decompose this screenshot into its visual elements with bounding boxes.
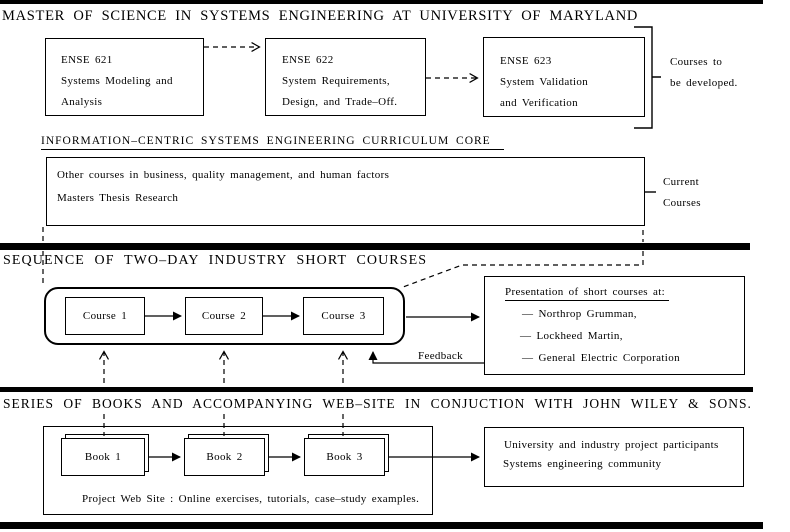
course-box-ense623 <box>483 37 645 117</box>
course-box-ense622 <box>265 38 426 116</box>
current-label-line2: Courses <box>663 197 701 209</box>
ense623-text: ENSE 623 System Validation and Verificat… <box>500 51 588 114</box>
ense621-line2: Analysis <box>61 96 103 108</box>
book-3-label: Book 3 <box>326 451 363 463</box>
books-title: SERIES OF BOOKS AND ACCOMPANYING WEB–SIT… <box>3 396 752 411</box>
short-course-2-box: Course 2 <box>185 297 263 335</box>
short-course-2-label: Course 2 <box>201 310 247 322</box>
ense623-code: ENSE 623 <box>500 55 552 67</box>
feedback-label: Feedback <box>418 350 463 362</box>
short-courses-title: SEQUENCE OF TWO–DAY INDUSTRY SHORT COURS… <box>3 253 428 268</box>
top-rule <box>0 0 763 4</box>
ense622-code: ENSE 622 <box>282 54 334 66</box>
divider-rule-2 <box>0 243 750 250</box>
ense623-line2: and Verification <box>500 97 578 109</box>
masters-title: MASTER OF SCIENCE IN SYSTEMS ENGINEERING… <box>2 8 639 24</box>
audience-line1: University and industry project particip… <box>504 439 719 451</box>
bracket-label-line2: be developed. <box>670 77 738 89</box>
ense622-line2: Design, and Trade–Off. <box>282 96 398 108</box>
short-course-1-box: Course 1 <box>65 297 145 335</box>
core-line2: Masters Thesis Research <box>57 192 179 204</box>
presentation-item-3: — General Electric Corporation <box>522 352 680 364</box>
audience-line2: Systems engineering community <box>503 458 662 470</box>
bottom-rule <box>0 522 763 529</box>
ense622-text: ENSE 622 System Requirements, Design, an… <box>282 50 397 113</box>
bracket-label-line1: Courses to <box>670 56 723 68</box>
short-course-3-box: Course 3 <box>303 297 384 335</box>
core-box <box>46 157 645 226</box>
book-3-box: Book 3 <box>304 438 385 476</box>
short-course-3-label: Course 3 <box>321 310 366 322</box>
presentation-heading: Presentation of short courses at: <box>505 286 670 301</box>
book-2-label: Book 2 <box>206 451 243 463</box>
current-label-line1: Current <box>663 176 700 188</box>
presentation-item-2: — Lockheed Martin, <box>520 330 623 342</box>
presentation-item-1: — Northrop Grumman, <box>522 308 637 320</box>
book-1-box: Book 1 <box>61 438 145 476</box>
ense621-code: ENSE 621 <box>61 54 113 66</box>
core-line1: Other courses in business, quality manag… <box>57 169 390 181</box>
core-heading: INFORMATION–CENTRIC SYSTEMS ENGINEERING … <box>41 135 504 150</box>
book-1-label: Book 1 <box>84 451 122 463</box>
website-caption: Project Web Site : Online exercises, tut… <box>82 493 420 505</box>
short-course-1-label: Course 1 <box>82 310 128 322</box>
ense621-text: ENSE 621 Systems Modeling and Analysis <box>61 50 173 113</box>
audience-box <box>484 427 744 487</box>
ense621-line1: Systems Modeling and <box>61 75 173 87</box>
ense623-line1: System Validation <box>500 76 589 88</box>
course-box-ense621 <box>45 38 204 116</box>
ense622-line1: System Requirements, <box>282 75 390 87</box>
divider-rule-3 <box>0 387 753 392</box>
book-2-box: Book 2 <box>184 438 265 476</box>
